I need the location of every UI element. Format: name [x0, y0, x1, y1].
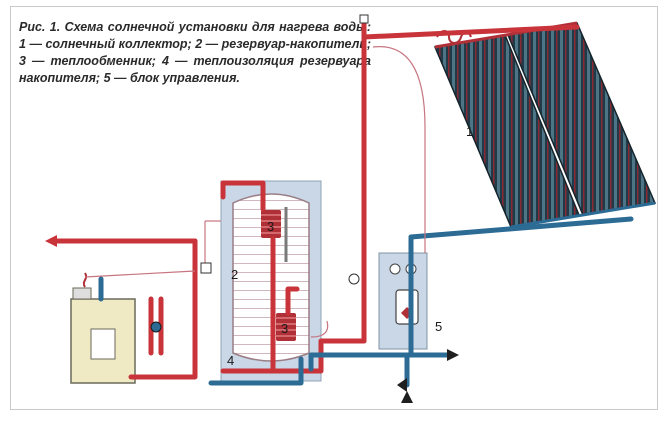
control-wiring [84, 46, 426, 338]
hot-water-out-arrow [45, 235, 57, 247]
label-collector: 1 [466, 124, 473, 139]
heat-exchanger-bottom [276, 313, 296, 341]
control-unit [378, 252, 428, 350]
label-tank: 2 [231, 267, 238, 282]
three-way-valve [200, 262, 212, 274]
solar-water-heater-figure: Рис. 1. Схема солнечной установки для на… [10, 6, 658, 410]
label-insulation: 4 [227, 353, 234, 368]
figure-caption: Рис. 1. Схема солнечной установки для на… [19, 20, 371, 85]
solar-system-schematic: 1 2 3 3 4 5 [45, 14, 657, 403]
pipe-fittings [150, 14, 369, 333]
label-exchanger-top: 3 [267, 219, 274, 234]
solar-collector [433, 21, 657, 229]
cold-water-in-arrow [447, 349, 459, 361]
boiler [70, 272, 136, 384]
pressure-gauge-icon [348, 273, 360, 285]
air-vent-icon [359, 14, 369, 24]
boiler-pump-icon [150, 321, 162, 333]
flow-arrows [45, 235, 459, 403]
drain-valve-arrow [401, 391, 413, 403]
drain-arrow [397, 378, 407, 392]
heat-exchanger-top [261, 210, 281, 238]
label-control-unit: 5 [435, 319, 442, 334]
label-exchanger-bottom: 3 [281, 321, 288, 336]
